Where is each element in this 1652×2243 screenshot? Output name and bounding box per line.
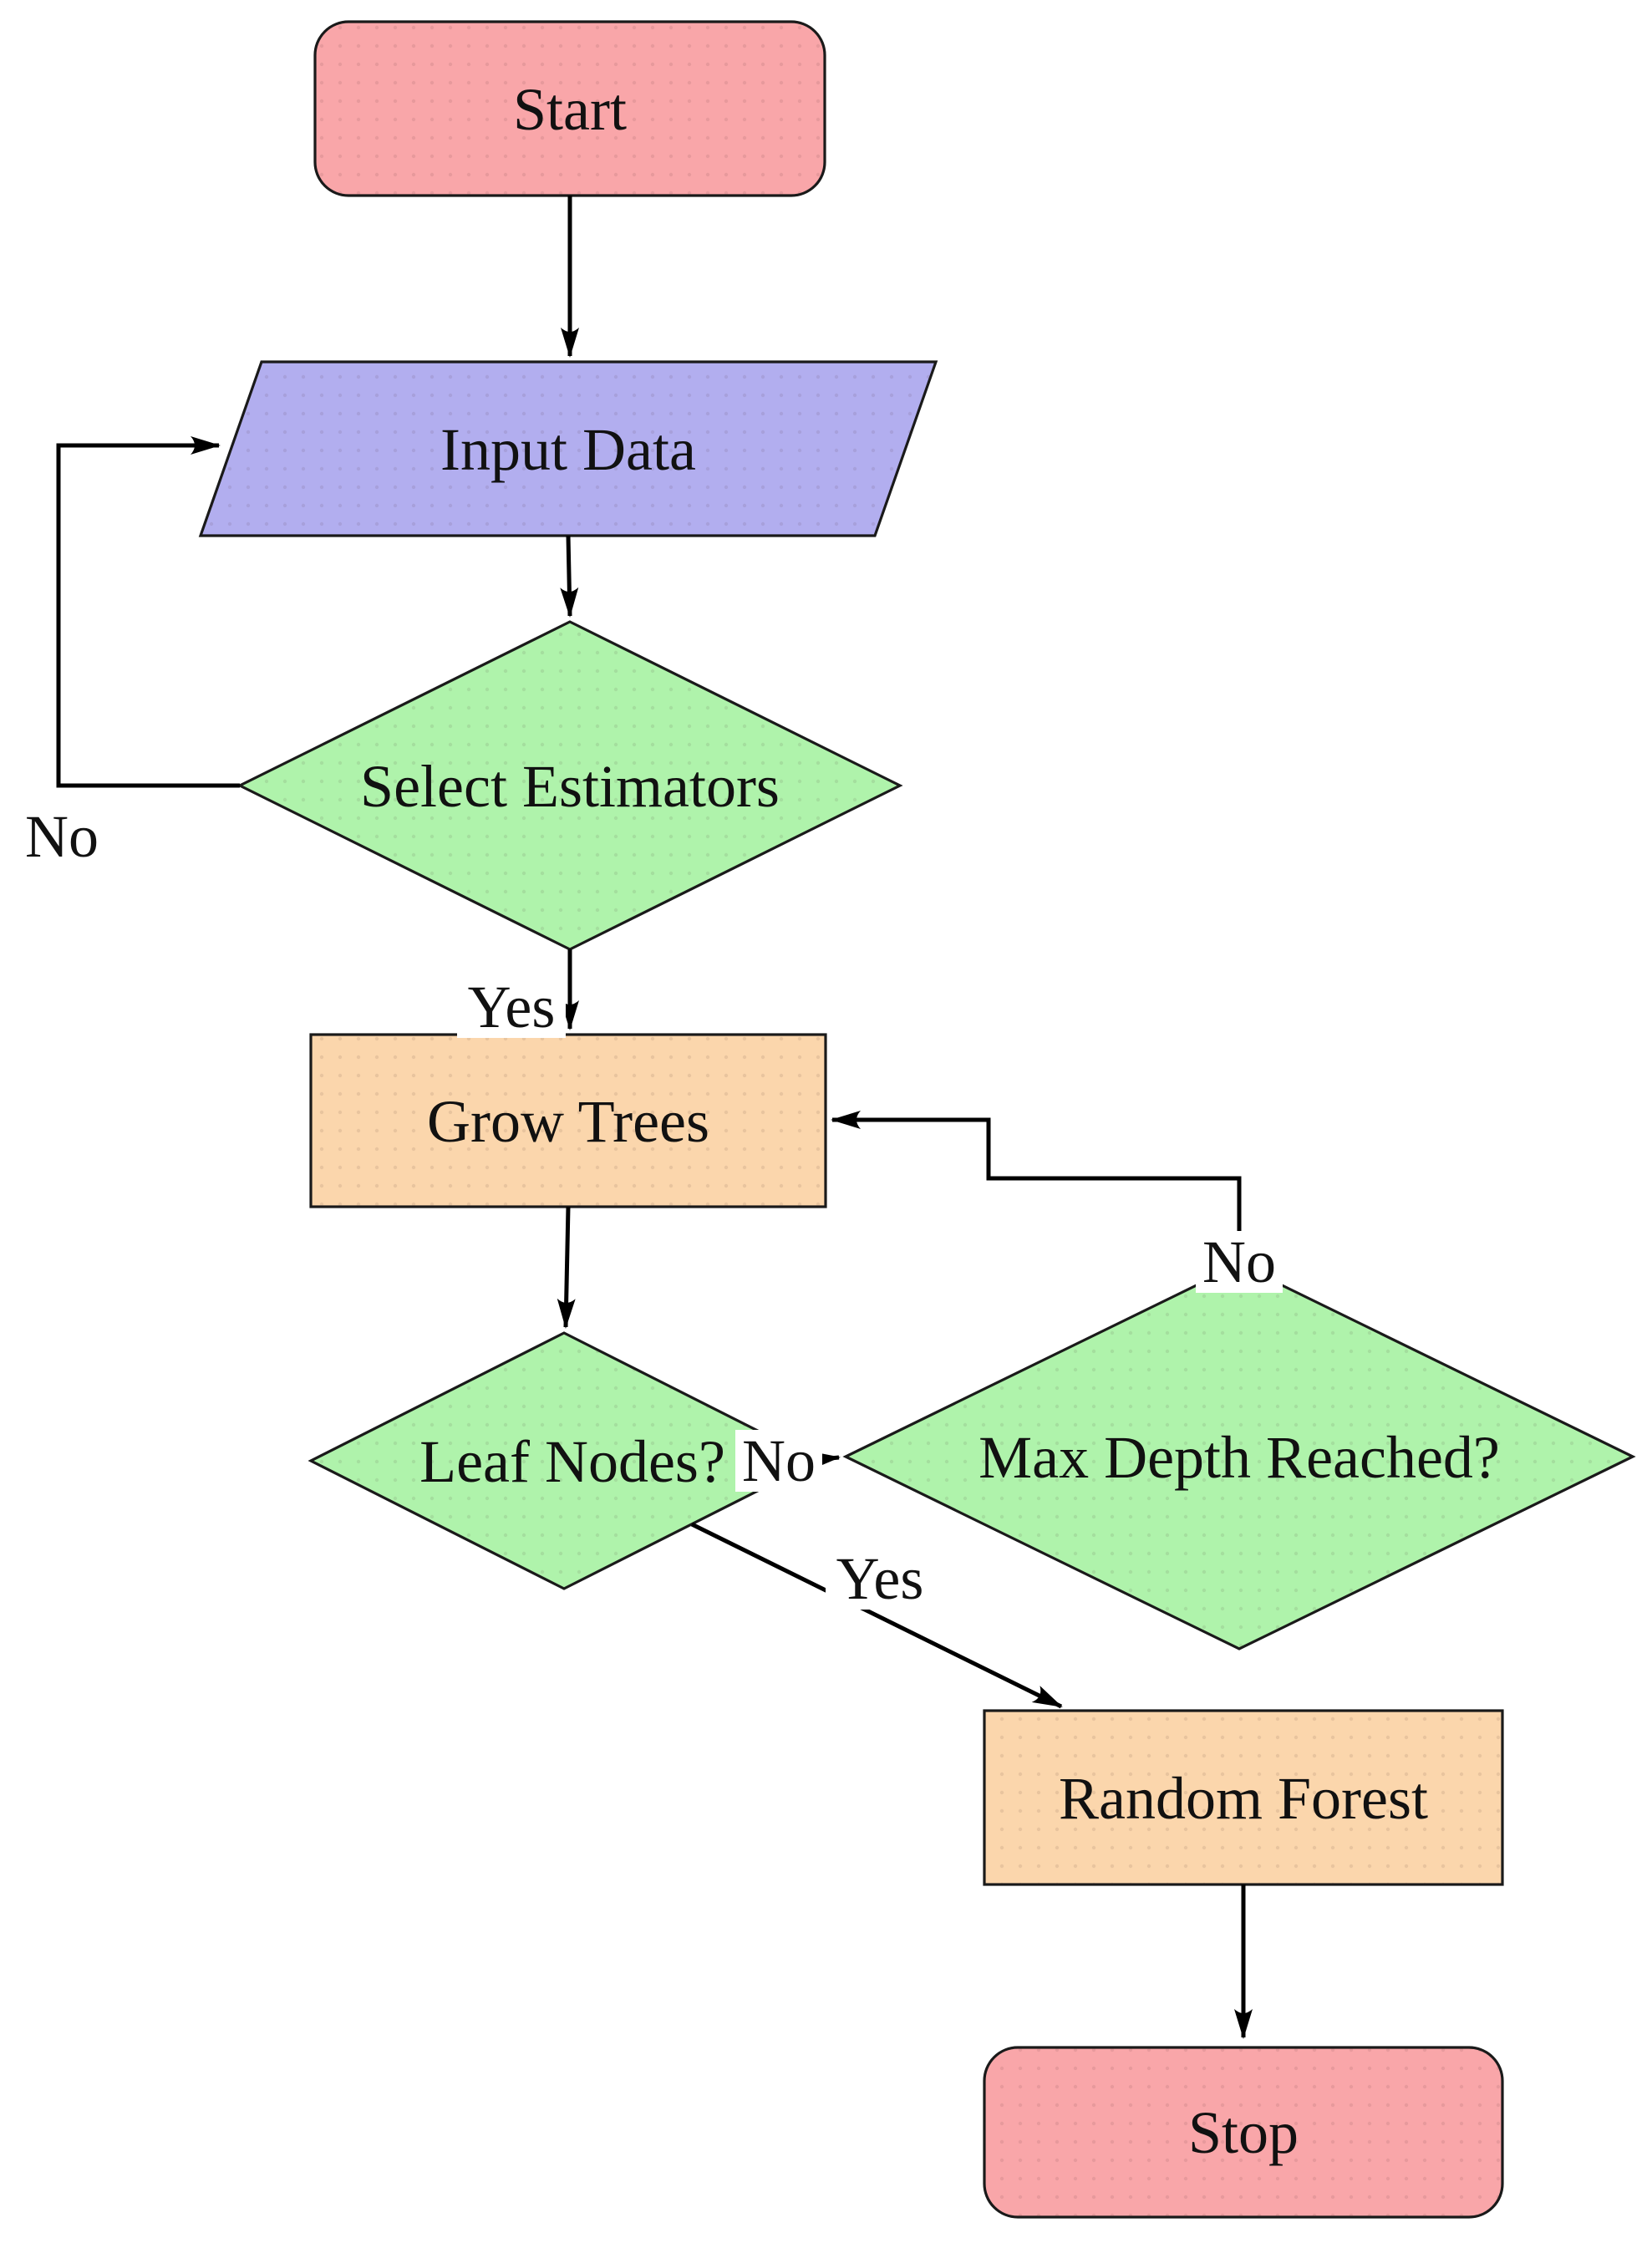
- max-depth-no-label: No: [1202, 1228, 1276, 1295]
- node-leaf-nodes: Leaf Nodes?: [308, 1331, 821, 1590]
- select-estimators-texture: [240, 622, 900, 949]
- edge-label-select-yes: Yes: [457, 974, 566, 1040]
- leaf-no-label: No: [742, 1427, 816, 1494]
- stop-texture: [984, 2047, 1502, 2217]
- node-start: Start: [313, 20, 826, 197]
- random-forest-label: Random Forest: [1059, 1765, 1428, 1832]
- node-random-forest: Random Forest: [983, 1709, 1504, 1886]
- node-grow-trees: Grow Trees: [309, 1033, 827, 1208]
- random-forest-texture: [984, 1711, 1502, 1884]
- leaf-yes-label-bg: [826, 1548, 934, 1610]
- edges: [56, 196, 1253, 2039]
- edge-grow-to-leaf: [557, 1206, 576, 1329]
- input-data-label: Input Data: [440, 416, 696, 483]
- node-select-estimators: Select Estimators: [236, 620, 903, 951]
- select-yes-label: Yes: [468, 974, 556, 1040]
- max-depth-label: Max Depth Reached?: [978, 1424, 1500, 1491]
- input-data-texture: [201, 362, 936, 536]
- leaf-nodes-texture: [311, 1333, 817, 1589]
- select-yes-label-bg: [457, 976, 566, 1038]
- grow-trees-label: Grow Trees: [427, 1088, 709, 1155]
- edge-label-leaf-no: No: [735, 1427, 822, 1494]
- edge-input-to-select: [560, 535, 579, 618]
- max-depth-no-label-bg: [1196, 1231, 1283, 1293]
- stop-label: Stop: [1188, 2099, 1299, 2166]
- max-depth-texture: [846, 1264, 1633, 1649]
- start-label: Start: [513, 76, 627, 143]
- node-max-depth: Max Depth Reached?: [842, 1263, 1636, 1650]
- grow-trees-texture: [311, 1035, 826, 1207]
- edge-maxdepth-no-to-grow: [831, 1111, 1242, 1264]
- edge-leaf-yes-to-forest: [690, 1522, 1063, 1709]
- select-no-label: No: [25, 803, 99, 870]
- edge-select-no-to-input: [56, 436, 240, 788]
- node-input-data: Input Data: [198, 360, 938, 537]
- leaf-nodes-label: Leaf Nodes?: [419, 1428, 725, 1495]
- leaf-no-label-bg: [735, 1430, 822, 1492]
- edge-label-select-no: No: [18, 803, 105, 870]
- edge-label-leaf-yes: Yes: [826, 1545, 934, 1612]
- start-texture: [315, 22, 825, 196]
- node-stop: Stop: [983, 2046, 1504, 2219]
- select-no-label-bg: [18, 806, 105, 867]
- edge-label-max-depth-no: No: [1196, 1228, 1283, 1295]
- leaf-yes-label: Yes: [836, 1545, 924, 1612]
- select-estimators-label: Select Estimators: [360, 753, 780, 820]
